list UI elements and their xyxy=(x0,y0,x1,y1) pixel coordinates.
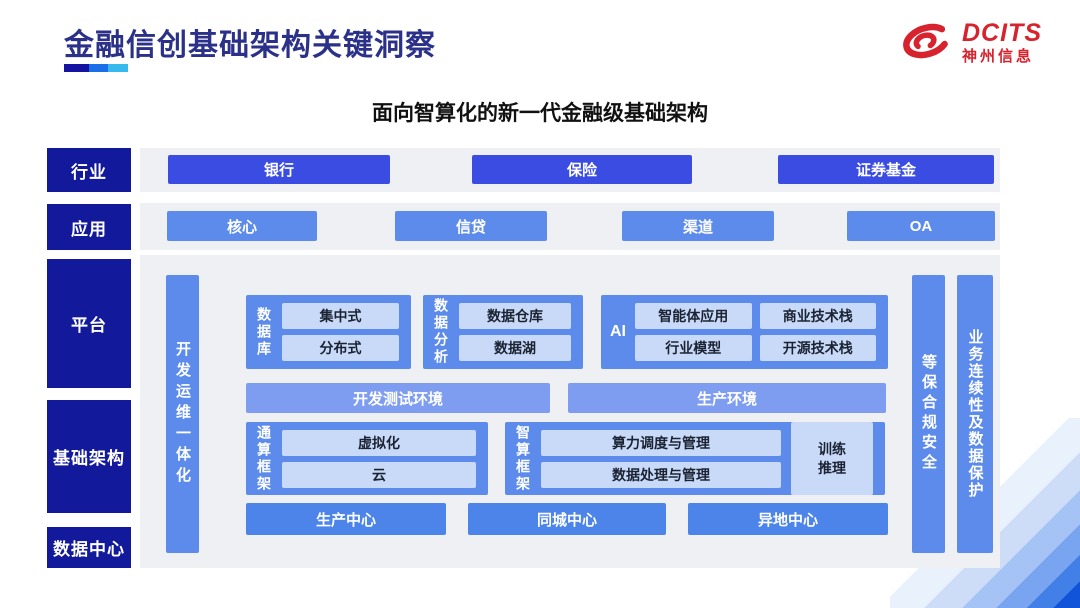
database-item-centralized: 集中式 xyxy=(282,303,399,329)
ai-item-opensource-stack: 开源技术栈 xyxy=(759,335,876,361)
application-item-oa: OA xyxy=(847,211,995,241)
platform-panel: 开发运维一体化 数据库 集中式 分布式 数据分析 数据仓库 数据湖 AI 智能体… xyxy=(140,255,1000,568)
ai-item-agent-app: 智能体应用 xyxy=(635,303,752,329)
smart-compute-dataprocessing: 数据处理与管理 xyxy=(541,461,781,488)
ai-item-industry-model: 行业模型 xyxy=(635,335,752,361)
dcits-swirl-icon xyxy=(903,23,948,59)
database-section: 数据库 集中式 分布式 xyxy=(246,295,411,369)
database-item-distributed: 分布式 xyxy=(282,335,399,361)
analytics-section: 数据分析 数据仓库 数据湖 xyxy=(423,295,583,369)
smart-compute-section: 智算框架 算力调度与管理 数据处理与管理 训练 推理 xyxy=(505,422,885,495)
industry-item-securities: 证券基金 xyxy=(778,155,994,184)
general-compute-label: 通算框架 xyxy=(256,424,272,493)
rail-platform: 平台 xyxy=(47,259,131,388)
center-production: 生产中心 xyxy=(246,503,446,535)
analytics-label: 数据分析 xyxy=(433,298,449,366)
page-title: 金融信创基础架构关键洞察 xyxy=(64,29,436,62)
environment-production: 生产环境 xyxy=(568,383,886,413)
general-compute-section: 通算框架 虚拟化 云 xyxy=(246,422,488,495)
industry-item-insurance: 保险 xyxy=(472,155,692,184)
devops-bar: 开发运维一体化 xyxy=(166,275,199,553)
general-compute-virtualization: 虚拟化 xyxy=(282,429,476,456)
smart-compute-label: 智算框架 xyxy=(515,424,531,493)
database-label: 数据库 xyxy=(256,306,272,358)
ai-section: AI 智能体应用 商业技术栈 行业模型 开源技术栈 xyxy=(601,295,888,369)
logo-brand-text: DCITS xyxy=(962,18,1042,47)
general-compute-cloud: 云 xyxy=(282,461,476,488)
security-bar: 等保合规安全 xyxy=(912,275,945,553)
center-samecity: 同城中心 xyxy=(468,503,666,535)
logo-company-text: 神州信息 xyxy=(962,47,1035,65)
continuity-bar: 业务连续性及数据保护 xyxy=(957,275,993,553)
analytics-item-warehouse: 数据仓库 xyxy=(459,303,571,329)
center-remote: 异地中心 xyxy=(688,503,888,535)
rail-industry: 行业 xyxy=(47,148,131,192)
ai-label: AI xyxy=(610,323,626,340)
application-item-credit: 信贷 xyxy=(395,211,547,241)
smart-compute-training-inference: 训练 推理 xyxy=(791,422,873,495)
application-item-core: 核心 xyxy=(167,211,317,241)
analytics-item-lake: 数据湖 xyxy=(459,335,571,361)
rail-infrastructure: 基础架构 xyxy=(47,400,131,513)
rail-datacenter: 数据中心 xyxy=(47,527,131,568)
environment-devtest: 开发测试环境 xyxy=(246,383,550,413)
diagram-title: 面向智算化的新一代金融级基础架构 xyxy=(372,102,708,125)
rail-application: 应用 xyxy=(47,204,131,250)
ai-item-commercial-stack: 商业技术栈 xyxy=(759,303,876,329)
title-underline xyxy=(64,64,128,72)
industry-item-bank: 银行 xyxy=(168,155,390,184)
brand-logo: DCITS 神州信息 xyxy=(896,20,1042,64)
smart-compute-scheduling: 算力调度与管理 xyxy=(541,429,781,456)
application-item-channel: 渠道 xyxy=(622,211,774,241)
